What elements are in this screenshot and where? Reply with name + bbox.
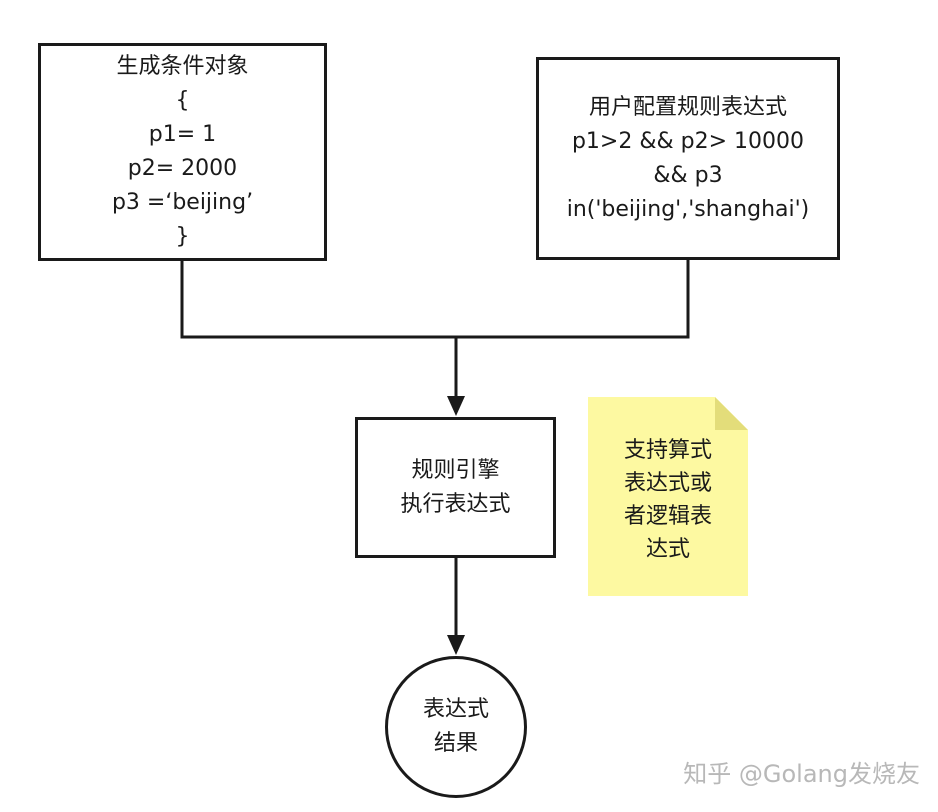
engine-line: 规则引擎 <box>411 457 500 483</box>
arrowhead-to-result <box>447 635 465 655</box>
condition-object-box: 生成条件对象 { p1= 1 p2= 2000 p3 =‘beijing’ } <box>38 43 327 261</box>
note-line: 支持算式 <box>623 437 712 463</box>
note-line: 表达式或 <box>623 470 712 496</box>
sticky-note-shape <box>588 397 748 596</box>
result-line: 结果 <box>433 731 478 756</box>
engine-line: 执行表达式 <box>400 491 511 517</box>
condition-line: p1= 1 <box>148 122 217 147</box>
note-line: 者逻辑表 <box>623 503 712 529</box>
condition-line: p3 =‘beijing’ <box>111 190 254 215</box>
result-line: 表达式 <box>422 697 489 722</box>
rule-engine-box: 规则引擎 执行表达式 <box>355 417 556 558</box>
result-node: 表达式 结果 <box>385 656 527 798</box>
merge-connector <box>180 260 690 339</box>
rule-line: && p3 <box>653 162 723 188</box>
condition-line: p2= 2000 <box>127 156 238 181</box>
rule-line: in('beijing','shanghai') <box>566 196 810 222</box>
condition-line: 生成条件对象 <box>116 54 249 79</box>
note-line: 达式 <box>645 536 690 562</box>
sticky-note: 支持算式 表达式或 者逻辑表 达式 <box>588 397 748 596</box>
watermark-text: 知乎 @Golang发烧友 <box>683 760 920 788</box>
rule-line: 用户配置规则表达式 <box>588 94 787 120</box>
rule-line: p1>2 && p2> 10000 <box>571 128 805 154</box>
arrowhead-to-engine <box>447 396 465 416</box>
rule-expression-box: 用户配置规则表达式 p1>2 && p2> 10000 && p3 in('be… <box>536 57 840 260</box>
condition-line: { <box>175 88 190 113</box>
condition-line: } <box>175 224 190 249</box>
